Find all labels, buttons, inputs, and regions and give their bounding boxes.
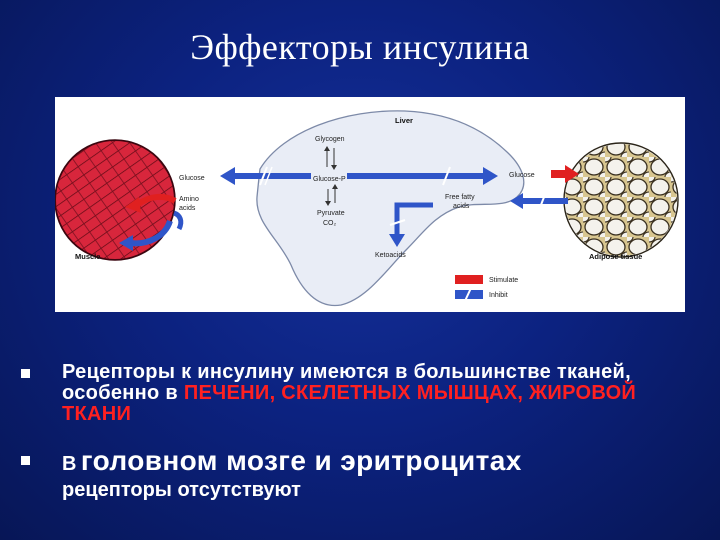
label-glucose-p: Glucose-P xyxy=(313,176,346,183)
inhibit-arrow-fatty-acids xyxy=(510,191,568,211)
bullet-square-icon xyxy=(21,456,30,465)
slide-title: Эффекторы инсулина xyxy=(190,27,530,67)
stimulate-arrow-adipose xyxy=(551,165,579,183)
bullet-receptors-present: Рецепторы к инсулину имеются в большинст… xyxy=(18,362,708,425)
bullet-2-line2: рецепторы отсутствуют xyxy=(62,479,301,501)
bullet-1-text: Рецепторы к инсулину имеются в большинст… xyxy=(62,361,632,404)
label-muscle: Muscle xyxy=(75,252,100,261)
bullet-list: Рецепторы к инсулину имеются в большинст… xyxy=(18,362,708,502)
label-glucose-right: Glucose xyxy=(509,172,535,179)
label-glycogen: Glycogen xyxy=(315,136,345,143)
label-adipose: Adipose tissue xyxy=(589,252,642,261)
inhibit-arrow-glucose-left xyxy=(220,166,311,186)
legend-label-stimulate: Stimulate xyxy=(489,277,518,284)
bullet-2-big: головном мозге и эритроцитах xyxy=(80,445,522,476)
insulin-effectors-figure: Liver Glycogen Glucose-P Pyruvate CO₂ Ke… xyxy=(55,97,685,312)
label-free-fatty-acids-2: acids xyxy=(453,203,470,210)
bullet-1-highlight: ПЕЧЕНИ, СКЕЛЕТНЫХ МЫШЦАХ, ЖИРОВОЙ ТКАНИ xyxy=(62,382,637,425)
liver-internal-arrows xyxy=(324,146,338,206)
label-co2: CO₂ xyxy=(323,220,337,227)
legend-label-inhibit: Inhibit xyxy=(489,292,508,299)
label-liver: Liver xyxy=(395,116,413,125)
inhibit-arrow-muscle-amino xyxy=(119,210,184,251)
bullet-receptors-absent: В головном мозге и эритроцитах рецепторы… xyxy=(18,445,708,502)
label-ketoacids: Ketoacids xyxy=(375,252,406,259)
label-amino-acids-2: acids xyxy=(179,205,196,212)
bullet-2-prefix: В xyxy=(62,453,77,475)
liver-shape xyxy=(256,110,525,307)
label-glucose-left: Glucose xyxy=(179,175,205,182)
label-free-fatty-acids: Free fatty xyxy=(445,194,475,201)
label-amino-acids: Amino xyxy=(179,196,199,203)
stimulate-arrow-muscle xyxy=(125,193,177,213)
adipose-tissue xyxy=(563,142,679,258)
inhibit-arrow-ketoacids xyxy=(389,202,433,247)
label-pyruvate: Pyruvate xyxy=(317,210,345,217)
legend: Stimulate Inhibit xyxy=(455,275,518,302)
inhibit-arrow-glucose-right xyxy=(347,166,498,186)
legend-swatch-stimulate xyxy=(455,275,483,284)
bullet-square-icon xyxy=(21,369,30,378)
